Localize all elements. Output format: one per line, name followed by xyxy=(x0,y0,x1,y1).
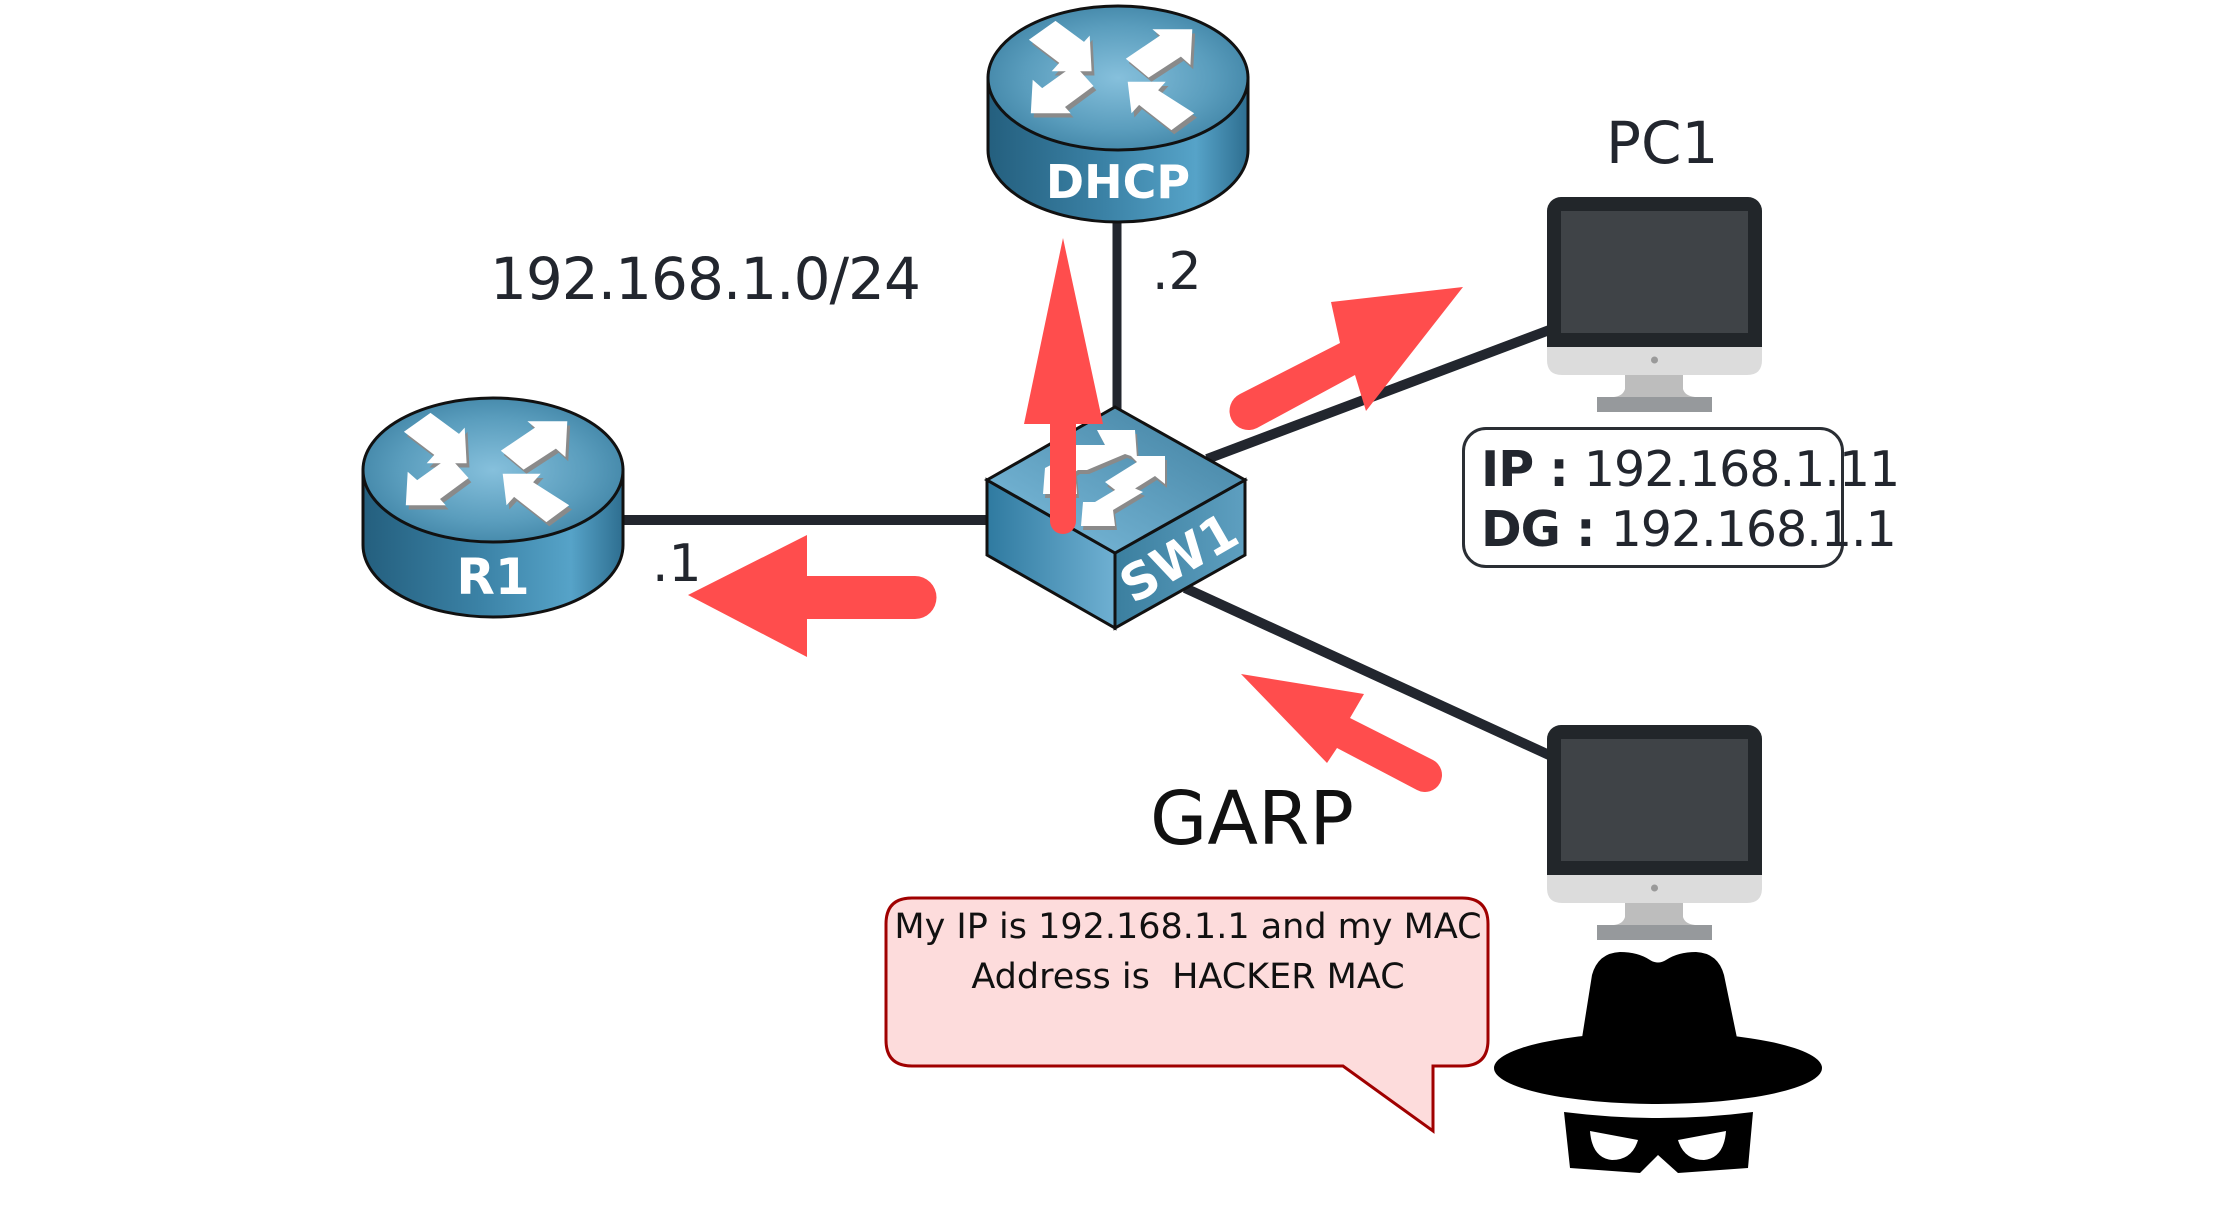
link-sw1-hacker xyxy=(1182,583,1563,765)
pc1-label: PC1 xyxy=(1606,109,1719,177)
subnet-label: 192.168.1.0/24 xyxy=(490,245,921,313)
hacker-icon xyxy=(1494,952,1822,1173)
arrow-to-pc1 xyxy=(1229,287,1463,430)
ip-value: 192.168.1.11 xyxy=(1583,441,1900,498)
arrow-to-r1 xyxy=(688,535,937,657)
dhcp-label: DHCP xyxy=(1046,155,1190,209)
link-sw1-pc1 xyxy=(1205,321,1562,464)
r1-label: R1 xyxy=(456,548,529,606)
ip-key: IP : xyxy=(1481,441,1584,498)
speech-bubble-line1: My IP is 192.168.1.1 and my MAC xyxy=(894,907,1482,947)
arrow-garp-from-hacker xyxy=(1241,674,1442,792)
dhcp-router-icon: DHCP xyxy=(986,4,1250,224)
r1-host-suffix: .1 xyxy=(652,534,702,594)
pc1-ip-line: IP : 192.168.1.11 xyxy=(1481,445,1900,494)
pc1-computer-icon xyxy=(1547,197,1762,412)
speech-bubble-line2: Address is HACKER MAC xyxy=(971,957,1405,997)
speech-bubble-text: My IP is 192.168.1.1 and my MAC Address … xyxy=(890,902,1486,1002)
flood-arrows xyxy=(688,238,1463,792)
dg-value: 192.168.1.1 xyxy=(1610,501,1897,558)
pc1-dg-line: DG : 192.168.1.1 xyxy=(1481,505,1897,554)
dhcp-host-suffix: .2 xyxy=(1152,242,1202,302)
hacker-computer-icon xyxy=(1547,725,1762,940)
garp-label: GARP xyxy=(1150,776,1355,862)
pc1-ip-config-box: IP : 192.168.1.11 DG : 192.168.1.1 xyxy=(1462,427,1900,568)
dg-key: DG : xyxy=(1481,501,1611,558)
speech-bubble xyxy=(884,896,1490,1134)
arrow-to-dhcp xyxy=(1024,238,1103,534)
r1-router-icon: R1 xyxy=(361,396,625,619)
